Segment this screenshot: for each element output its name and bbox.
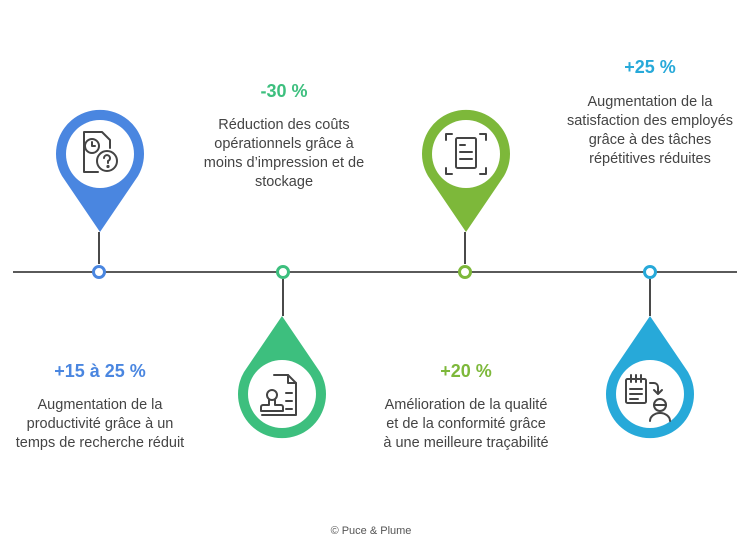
milestone-description: Augmentation de la productivité grâce à … (15, 397, 185, 451)
timeline-axis (13, 271, 737, 273)
connector-stem (282, 279, 284, 316)
milestone-value: +20 % (440, 361, 492, 381)
timeline-node (458, 265, 472, 279)
milestone-value: -30 % (260, 81, 308, 101)
copyright-footer: © Puce & Plume (330, 525, 412, 537)
document-scan-icon (445, 133, 487, 175)
milestone-description: Réduction des coûts opérationnels grâce … (203, 117, 365, 190)
timeline-node (276, 265, 290, 279)
milestone-description: Augmentation de la satisfaction des empl… (566, 94, 734, 167)
map-pin-cyan (606, 316, 694, 439)
connector-stem (464, 232, 466, 264)
connector-stem (649, 279, 651, 316)
timeline-node (643, 265, 657, 279)
map-pin-blue (56, 109, 144, 232)
document-stamp-icon (260, 374, 297, 416)
connector-stem (98, 232, 100, 264)
milestone-value: +15 à 25 % (54, 361, 146, 381)
timeline-node (92, 265, 106, 279)
document-clock-question-icon (83, 131, 118, 173)
milestone-description: Amélioration de la qualité et de la conf… (383, 397, 549, 451)
map-pin-lime (422, 109, 510, 232)
task-to-person-icon (625, 374, 671, 422)
map-pin-green (238, 316, 326, 439)
milestone-value: +25 % (624, 57, 676, 77)
